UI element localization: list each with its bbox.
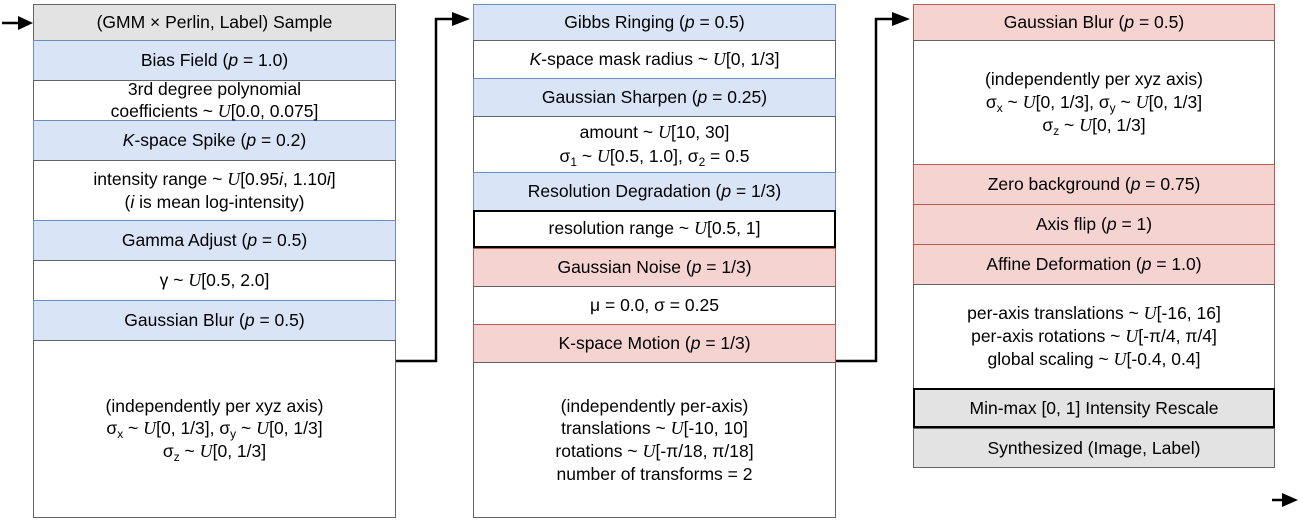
pipeline-stage-header: Gaussian Blur (p = 0.5)	[913, 4, 1275, 40]
pipeline-stage-params: per-axis translations ~ U[-16, 16]per-ax…	[913, 284, 1275, 388]
stage-text: μ = 0.0, σ = 0.25	[590, 295, 719, 316]
stage-text: Resolution Degradation (p = 1/3)	[527, 181, 782, 202]
stage-text: (independently per xyz axis)σx ~ U[0, 1/…	[985, 69, 1203, 138]
stage-text: (independently per xyz axis)σx ~ U[0, 1/…	[105, 395, 324, 465]
pipeline-stage-header: Gamma Adjust (p = 0.5)	[33, 220, 396, 260]
arrow-col2-col3-icon	[836, 12, 910, 363]
stage-text: Bias Field (p = 1.0)	[140, 50, 289, 71]
stage-text: (independently per-axis)translations ~ U…	[555, 395, 754, 485]
stage-text: Affine Deformation (p = 1.0)	[986, 254, 1202, 275]
stage-text: Zero background (p = 0.75)	[987, 174, 1201, 195]
stage-text: Gaussian Noise (p = 1/3)	[557, 257, 752, 278]
pipeline-stage-header: Min-max [0, 1] Intensity Rescale	[913, 388, 1275, 428]
stage-text: per-axis translations ~ U[-16, 16]per-ax…	[967, 302, 1221, 370]
stage-text: K-space Motion (p = 1/3)	[558, 333, 751, 354]
pipeline-stage-params: (independently per-axis)translations ~ U…	[473, 362, 836, 518]
pipeline-stage-header: Gaussian Blur (p = 0.5)	[33, 300, 396, 340]
stage-text: Synthesized (Image, Label)	[987, 437, 1201, 458]
stage-text: Axis flip (p = 1)	[1035, 214, 1153, 235]
pipeline-stage-params: K-space mask radius ~ U[0, 1/3]	[473, 40, 836, 78]
pipeline-stage-params: γ ~ U[0.5, 2.0]	[33, 260, 396, 300]
stage-text: (GMM × Perlin, Label) Sample	[96, 12, 333, 33]
pipeline-stage-params: resolution range ~ U[0.5, 1]	[473, 210, 836, 248]
pipeline-stage-params: μ = 0.0, σ = 0.25	[473, 286, 836, 324]
pipeline-stage-params: amount ~ U[10, 30]σ1 ~ U[0.5, 1.0], σ2 =…	[473, 116, 836, 172]
arrow-in-icon	[2, 16, 33, 30]
stage-text: Min-max [0, 1] Intensity Rescale	[969, 397, 1219, 418]
stage-text: Gaussian Blur (p = 0.5)	[1003, 12, 1185, 33]
stage-text: intensity range ~ U[0.95i, 1.10i](i is m…	[93, 168, 336, 212]
pipeline-stage-header: K-space Motion (p = 1/3)	[473, 324, 836, 362]
stage-text: K-space Spike (p = 0.2)	[122, 130, 307, 151]
pipeline-stage-header: Gaussian Sharpen (p = 0.25)	[473, 78, 836, 116]
pipeline-stage-header: (GMM × Perlin, Label) Sample	[33, 4, 396, 40]
pipeline-stage-header: Resolution Degradation (p = 1/3)	[473, 172, 836, 210]
pipeline-stage-header: Gibbs Ringing (p = 0.5)	[473, 4, 836, 40]
stage-text: amount ~ U[10, 30]σ1 ~ U[0.5, 1.0], σ2 =…	[559, 122, 750, 169]
pipeline-stage-header: Axis flip (p = 1)	[913, 204, 1275, 244]
stage-text: γ ~ U[0.5, 2.0]	[159, 269, 270, 290]
pipeline-stage-header: Bias Field (p = 1.0)	[33, 40, 396, 80]
stage-text: Gaussian Sharpen (p = 0.25)	[541, 87, 768, 108]
pipeline-stage-params: intensity range ~ U[0.95i, 1.10i](i is m…	[33, 160, 396, 220]
pipeline-stage-params: (independently per xyz axis)σx ~ U[0, 1/…	[33, 340, 396, 518]
pipeline-stage-header: Affine Deformation (p = 1.0)	[913, 244, 1275, 284]
pipeline-stage-header: Zero background (p = 0.75)	[913, 164, 1275, 204]
stage-text: Gaussian Blur (p = 0.5)	[124, 310, 305, 331]
column-3: Gaussian Blur (p = 0.5) (independently pe…	[913, 4, 1275, 468]
pipeline-stage-header: Synthesized (Image, Label)	[913, 428, 1275, 468]
arrow-col1-col2-icon	[396, 12, 470, 363]
pipeline-stage-header: Gaussian Noise (p = 1/3)	[473, 248, 836, 286]
pipeline-stage-params: (independently per xyz axis)σx ~ U[0, 1/…	[913, 40, 1275, 164]
pipeline-stage-header: K-space Spike (p = 0.2)	[33, 120, 396, 160]
arrow-out-icon	[1272, 493, 1298, 507]
stage-text: K-space mask radius ~ U[0, 1/3]	[529, 48, 780, 69]
stage-text: Gibbs Ringing (p = 0.5)	[564, 12, 745, 33]
column-2: Gibbs Ringing (p = 0.5) K-space mask radi…	[473, 4, 836, 518]
stage-text: Gamma Adjust (p = 0.5)	[121, 230, 308, 251]
stage-text: resolution range ~ U[0.5, 1]	[548, 218, 761, 239]
